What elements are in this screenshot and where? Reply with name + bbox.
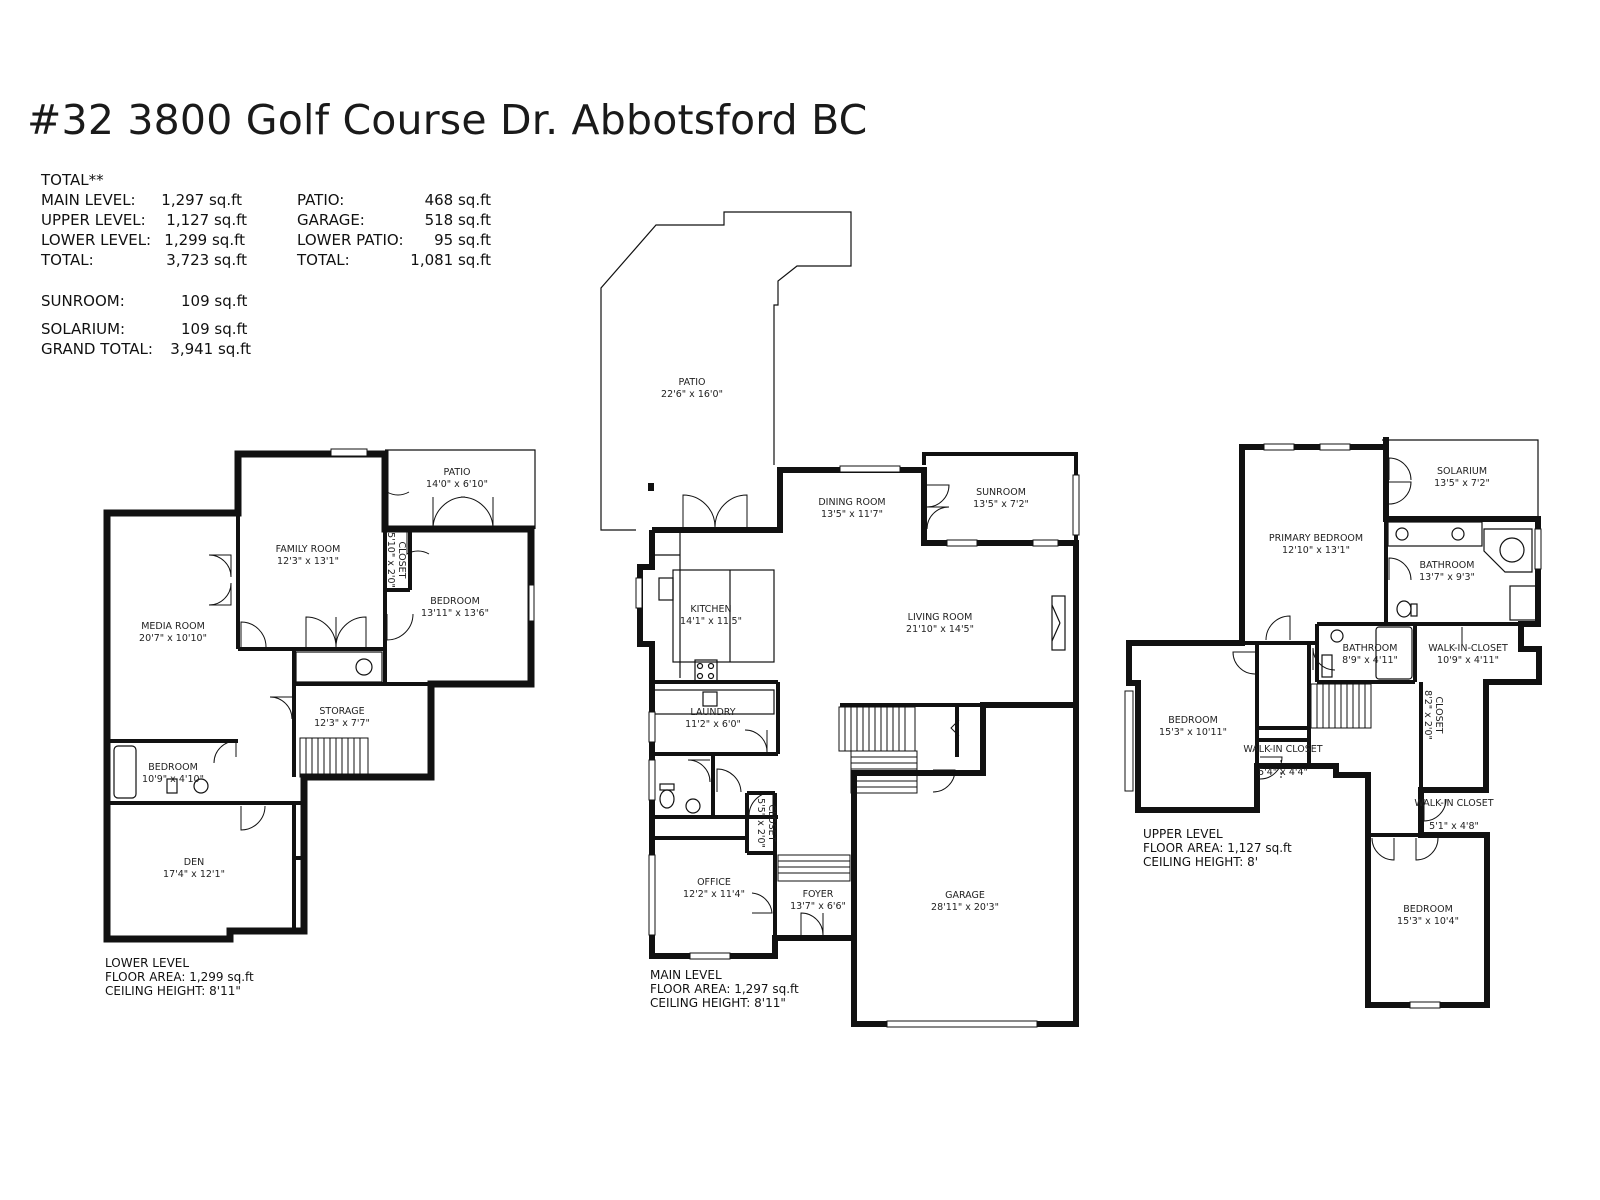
level-ceiling: CEILING HEIGHT: 8'11" bbox=[105, 984, 241, 998]
room-label: GARAGE bbox=[945, 890, 985, 901]
room-dimension: 20'7" x 10'10" bbox=[139, 633, 207, 644]
room-dimension: 5'5" x 2'0" bbox=[755, 798, 766, 848]
area-summary-left: TOTAL** MAIN LEVEL:1,297 sq.ft UPPER LEV… bbox=[41, 170, 247, 270]
room-label: FAMILY ROOM bbox=[276, 544, 341, 555]
room-dimension: 5'4" x 4'4" bbox=[1258, 767, 1308, 778]
upper-level-info: UPPER LEVEL FLOOR AREA: 1,127 sq.ft CEIL… bbox=[1143, 827, 1292, 869]
room-label: CLOSET bbox=[1433, 697, 1444, 734]
room-dimension: 14'0" x 6'10" bbox=[426, 479, 488, 490]
room-dimension: 21'10" x 14'5" bbox=[906, 624, 974, 635]
level-name: MAIN LEVEL bbox=[650, 968, 722, 982]
room-labels: PATIO 14'0" x 6'10" FAMILY ROOM 12'3" x … bbox=[139, 377, 1508, 927]
room-label: DEN bbox=[184, 857, 204, 868]
area-summary-extra: SUNROOM:109 sq.ft SOLARIUM:109 sq.ft GRA… bbox=[41, 291, 251, 359]
room-label: DINING ROOM bbox=[818, 497, 885, 508]
summary-row: SOLARIUM:109 sq.ft bbox=[41, 320, 248, 338]
summary-row: GRAND TOTAL:3,941 sq.ft bbox=[41, 340, 251, 358]
room-label: PATIO bbox=[444, 467, 471, 478]
room-label: PRIMARY BEDROOM bbox=[1269, 533, 1363, 544]
room-dimension: 15'3" x 10'4" bbox=[1397, 916, 1459, 927]
room-label: SUNROOM bbox=[976, 487, 1026, 498]
level-ceiling: CEILING HEIGHT: 8' bbox=[1143, 855, 1259, 869]
summary-row: UPPER LEVEL:1,127 sq.ft bbox=[41, 211, 247, 229]
room-label: CLOSET bbox=[396, 542, 407, 579]
room-dimension: 12'3" x 7'7" bbox=[314, 718, 370, 729]
lower-level-plan bbox=[103, 448, 536, 943]
room-dimension: 15'3" x 10'11" bbox=[1159, 727, 1227, 738]
room-label: BATHROOM bbox=[1420, 560, 1475, 571]
room-label: CLOSET bbox=[766, 805, 777, 842]
room-dimension: 17'4" x 12'1" bbox=[163, 869, 225, 880]
room-label: OFFICE bbox=[697, 877, 731, 888]
room-label: BEDROOM bbox=[148, 762, 198, 773]
room-dimension: 28'11" x 20'3" bbox=[931, 902, 999, 913]
room-dimension: 13'5" x 7'2" bbox=[1434, 478, 1490, 489]
room-label: PATIO bbox=[679, 377, 706, 388]
summary-row: TOTAL:3,723 sq.ft bbox=[41, 251, 247, 269]
room-label: BEDROOM bbox=[1168, 715, 1218, 726]
main-level-info: MAIN LEVEL FLOOR AREA: 1,297 sq.ft CEILI… bbox=[650, 968, 799, 1010]
upper-level-plan bbox=[1124, 437, 1542, 1009]
room-dimension: 8'2" x 2'0" bbox=[1422, 690, 1433, 740]
room-dimension: 12'10" x 13'1" bbox=[1282, 545, 1350, 556]
level-ceiling: CEILING HEIGHT: 8'11" bbox=[650, 996, 786, 1010]
main-level-plan bbox=[600, 211, 1080, 1028]
room-label: BEDROOM bbox=[430, 596, 480, 607]
page-title: #32 3800 Golf Course Dr. Abbotsford BC bbox=[27, 96, 868, 144]
summary-row: GARAGE:518 sq.ft bbox=[297, 211, 491, 229]
room-dimension: 13'7" x 9'3" bbox=[1419, 572, 1475, 583]
level-area: FLOOR AREA: 1,299 sq.ft bbox=[105, 970, 254, 984]
level-name: UPPER LEVEL bbox=[1143, 827, 1223, 841]
room-label: BEDROOM bbox=[1403, 904, 1453, 915]
level-area: FLOOR AREA: 1,127 sq.ft bbox=[1143, 841, 1292, 855]
total-header: TOTAL** bbox=[41, 171, 104, 189]
summary-row: LOWER LEVEL:1,299 sq.ft bbox=[41, 231, 245, 249]
room-dimension: 13'11" x 13'6" bbox=[421, 608, 489, 619]
room-label: WALK-IN CLOSET bbox=[1414, 798, 1493, 809]
room-dimension: 13'5" x 7'2" bbox=[973, 499, 1029, 510]
room-dimension: 12'2" x 11'4" bbox=[683, 889, 745, 900]
room-label: BATHROOM bbox=[1343, 643, 1398, 654]
summary-row: LOWER PATIO:95 sq.ft bbox=[297, 231, 491, 249]
summary-row: SUNROOM:109 sq.ft bbox=[41, 292, 248, 310]
level-name: LOWER LEVEL bbox=[105, 956, 190, 970]
summary-row: MAIN LEVEL:1,297 sq.ft bbox=[41, 191, 242, 209]
room-dimension: 10'9" x 4'10" bbox=[142, 774, 204, 785]
room-label: LAUNDRY bbox=[690, 707, 735, 718]
summary-row: TOTAL:1,081 sq.ft bbox=[297, 251, 491, 269]
room-label: KITCHEN bbox=[690, 604, 731, 615]
room-dimension: 5'1" x 4'8" bbox=[1429, 821, 1479, 832]
room-dimension: 5'10" x 2'0" bbox=[385, 532, 396, 588]
level-area: FLOOR AREA: 1,297 sq.ft bbox=[650, 982, 799, 996]
area-summary-right: PATIO:468 sq.ft GARAGE:518 sq.ft LOWER P… bbox=[297, 190, 491, 270]
room-label: STORAGE bbox=[319, 706, 364, 717]
room-dimension: 13'5" x 11'7" bbox=[821, 509, 883, 520]
room-dimension: 10'9" x 4'11" bbox=[1437, 655, 1499, 666]
room-label: SOLARIUM bbox=[1437, 466, 1487, 477]
room-label: WALK-IN CLOSET bbox=[1243, 744, 1322, 755]
room-dimension: 12'3" x 13'1" bbox=[277, 556, 339, 567]
room-dimension: 8'9" x 4'11" bbox=[1342, 655, 1398, 666]
room-label: LIVING ROOM bbox=[908, 612, 973, 623]
room-dimension: 22'6" x 16'0" bbox=[661, 389, 723, 400]
room-label: MEDIA ROOM bbox=[141, 621, 205, 632]
room-dimension: 14'1" x 11'5" bbox=[680, 616, 742, 627]
room-dimension: 13'7" x 6'6" bbox=[790, 901, 846, 912]
room-label: WALK-IN-CLOSET bbox=[1428, 643, 1508, 654]
room-label: FOYER bbox=[803, 889, 834, 900]
lower-level-info: LOWER LEVEL FLOOR AREA: 1,299 sq.ft CEIL… bbox=[105, 956, 254, 998]
room-dimension: 11'2" x 6'0" bbox=[685, 719, 741, 730]
summary-row: PATIO:468 sq.ft bbox=[297, 191, 491, 209]
